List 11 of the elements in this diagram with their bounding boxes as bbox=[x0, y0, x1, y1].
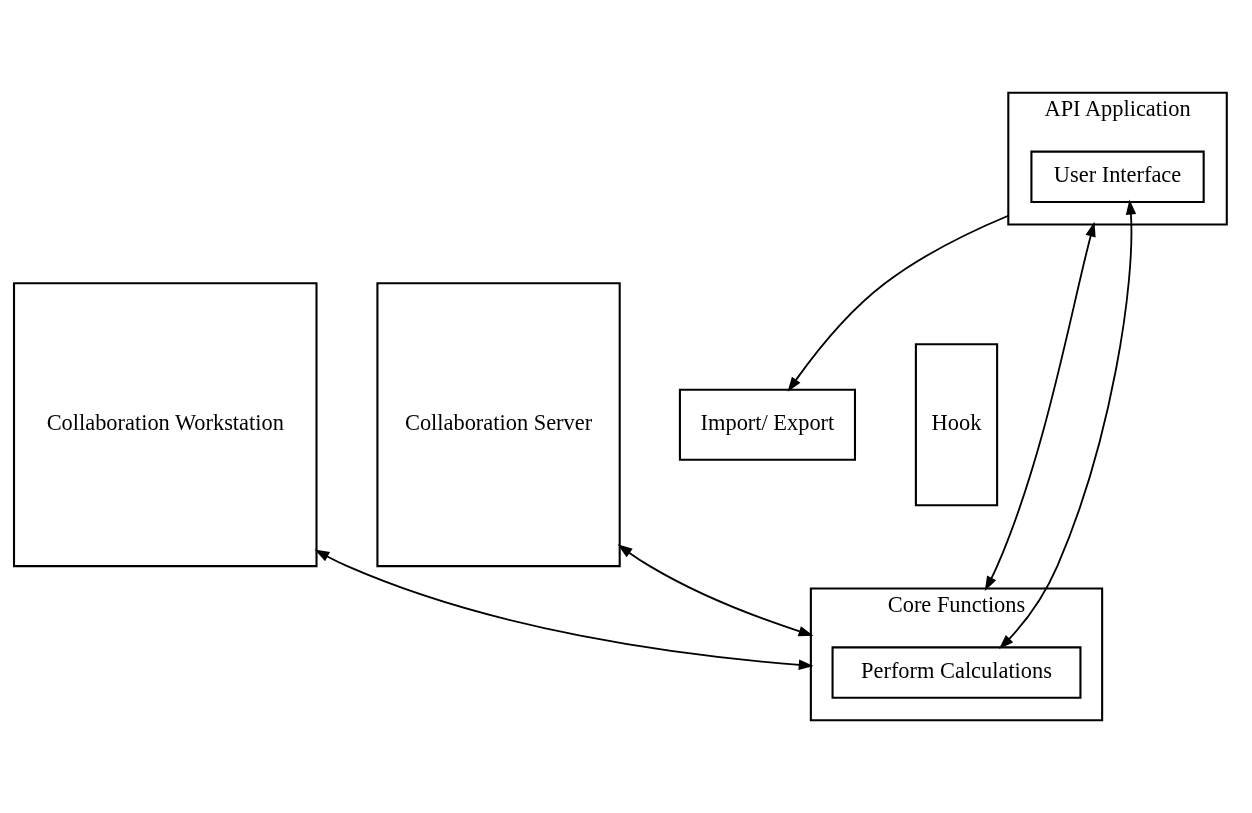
node-box: Import/ Export bbox=[678, 388, 856, 461]
node-box: Hook bbox=[914, 343, 999, 507]
arrow bbox=[984, 221, 1096, 591]
node-box: Collaboration Workstation bbox=[12, 282, 318, 568]
arrow bbox=[998, 199, 1137, 650]
node-box: User Interface bbox=[1030, 150, 1205, 204]
arrow bbox=[617, 544, 814, 637]
arrow bbox=[314, 549, 814, 670]
node-box: Collaboration Server bbox=[376, 282, 621, 568]
node-box: Perform Calculations bbox=[831, 646, 1082, 699]
arrow bbox=[787, 214, 1010, 392]
